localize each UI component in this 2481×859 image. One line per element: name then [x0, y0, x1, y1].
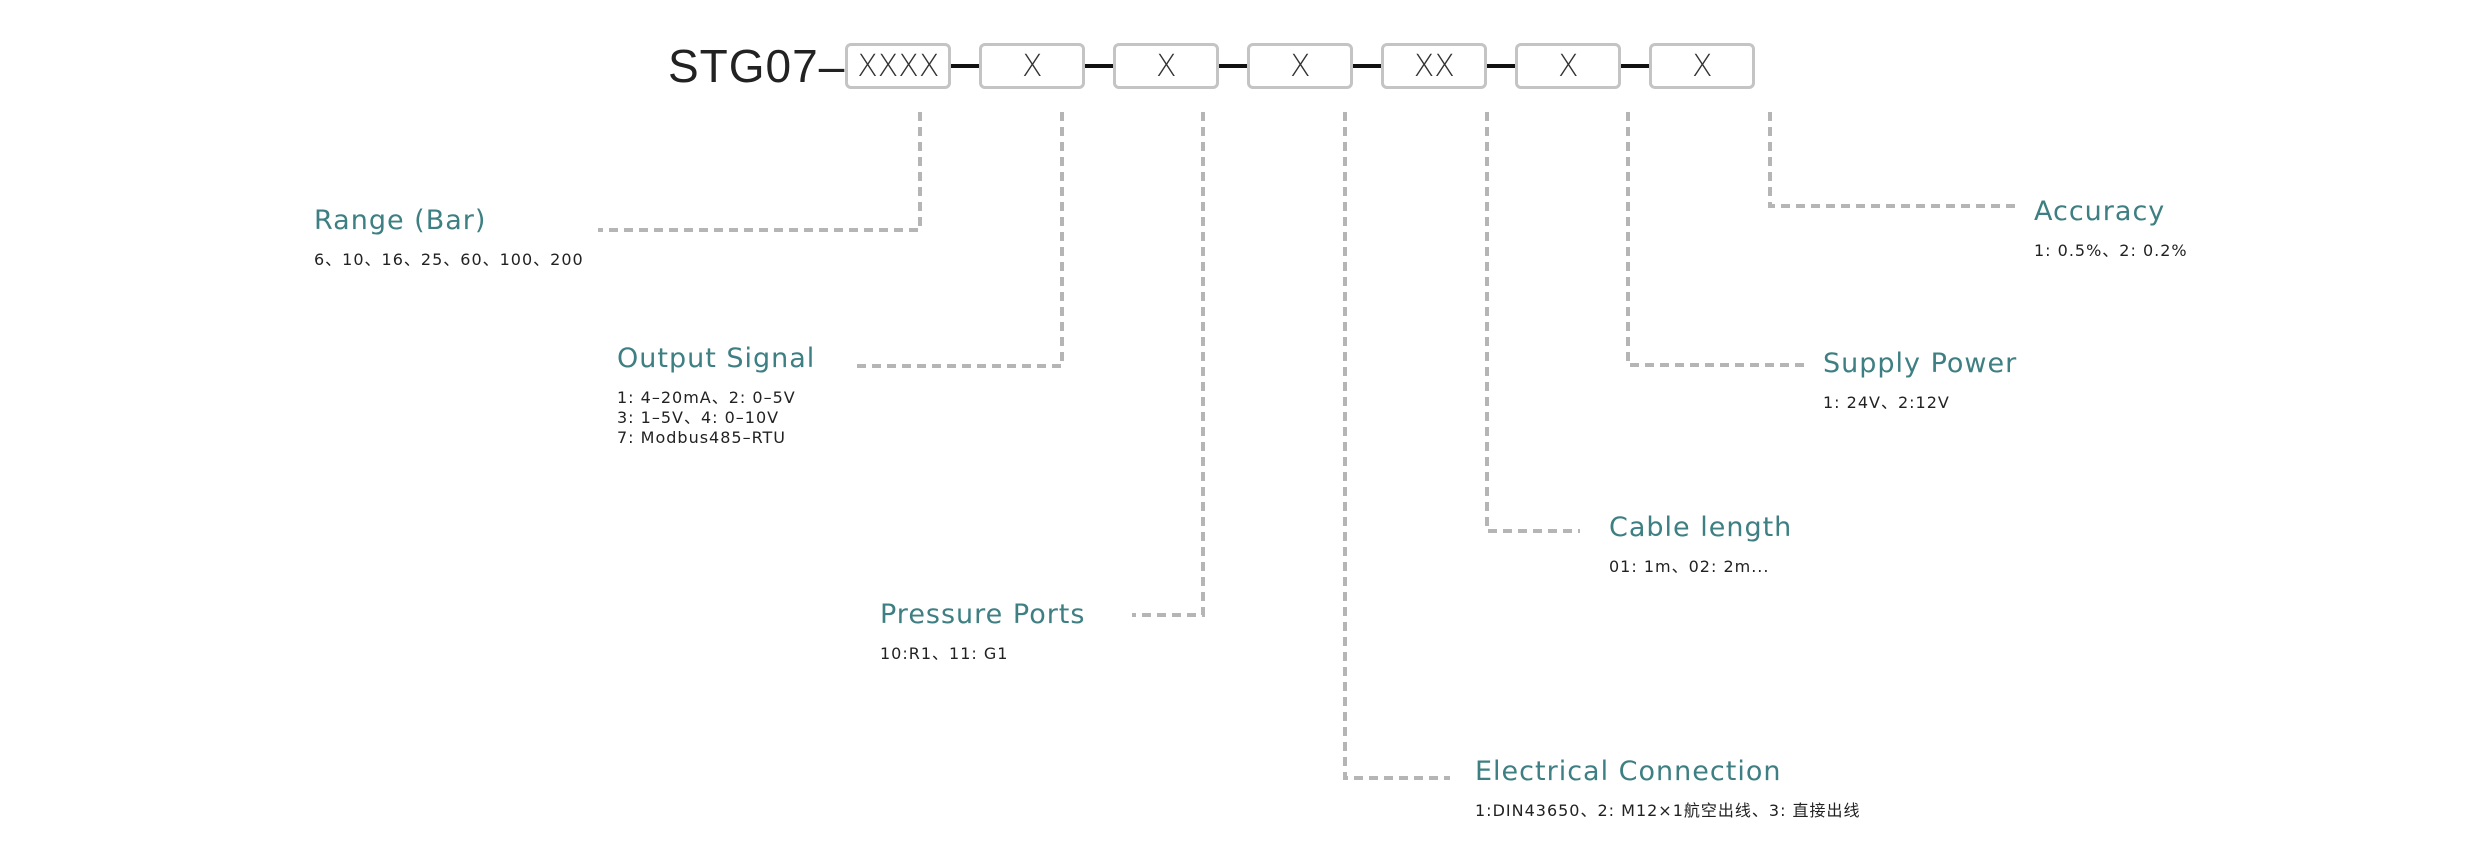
connector-output [855, 112, 1064, 368]
field-electrical-connection: Electrical Connection 1:DIN43650、2: M12×… [1475, 756, 1861, 821]
code-separator [1219, 64, 1248, 68]
field-desc: 1: 0.5%、2: 0.2% [2034, 241, 2188, 260]
field-title: Supply Power [1823, 348, 2018, 379]
connector-range [598, 112, 922, 232]
field-title: Cable length [1609, 512, 1793, 543]
field-title: Range (Bar) [314, 205, 487, 236]
field-desc: 1: 24V、2:12V [1823, 393, 1950, 412]
field-desc: 01: 1m、02: 2m... [1609, 557, 1770, 576]
field-pressure-ports: Pressure Ports 10:R1、11: G1 [880, 599, 1085, 664]
field-title: Pressure Ports [880, 599, 1086, 630]
field-desc: 10:R1、11: G1 [880, 644, 1009, 663]
field-cable-length: Cable length 01: 1m、02: 2m... [1609, 512, 1792, 577]
field-output-signal: Output Signal 1: 4–20mA、2: 0–5V 3: 1–5V、… [617, 343, 815, 448]
model-code: STG07– XXXX X X X XX X X [668, 37, 1756, 95]
code-separator [1487, 64, 1516, 68]
field-supply-power: Supply Power 1: 24V、2:12V [1823, 348, 2017, 413]
code-box-connection: X [1247, 43, 1354, 89]
model-prefix: STG07– [668, 40, 846, 92]
field-desc: 1:DIN43650、2: M12×1航空出线、3: 直接出线 [1475, 801, 1861, 820]
code-box-range: XXXX [845, 43, 952, 89]
connector-power [1626, 112, 1805, 367]
field-desc: 1: 4–20mA、2: 0–5V 3: 1–5V、4: 0–10V 7: Mo… [617, 388, 796, 447]
code-separator [1085, 64, 1114, 68]
field-range: Range (Bar) 6、10、16、25、60、100、200 [314, 205, 584, 270]
field-title: Output Signal [617, 343, 816, 374]
code-separator [1353, 64, 1382, 68]
code-box-output: X [979, 43, 1086, 89]
connector-connection [1343, 112, 1450, 780]
code-box-power: X [1515, 43, 1622, 89]
field-title: Electrical Connection [1475, 756, 1782, 787]
code-separator [951, 64, 980, 68]
code-box-cable: XX [1381, 43, 1488, 89]
connector-accuracy [1768, 112, 2020, 208]
field-desc: 6、10、16、25、60、100、200 [314, 250, 584, 269]
code-separator [1621, 64, 1650, 68]
connector-cable [1485, 112, 1580, 533]
code-box-ports: X [1113, 43, 1220, 89]
connector-ports [1132, 112, 1205, 617]
code-box-accuracy: X [1649, 43, 1756, 89]
field-accuracy: Accuracy 1: 0.5%、2: 0.2% [2034, 196, 2188, 261]
field-title: Accuracy [2034, 196, 2166, 227]
